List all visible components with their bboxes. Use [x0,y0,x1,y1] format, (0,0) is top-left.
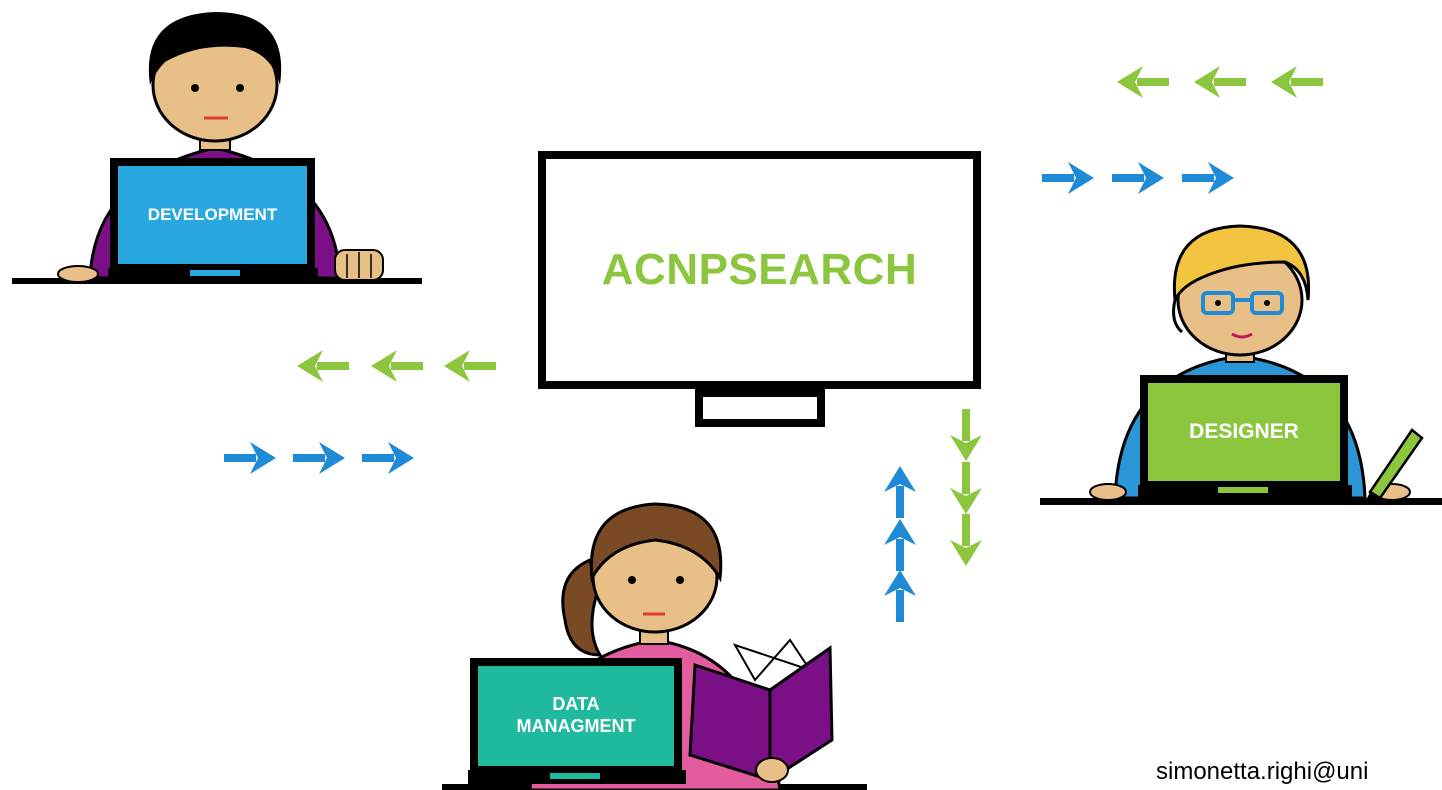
development-label-box: DEVELOPMENT [118,166,307,264]
designer-desk [1040,498,1442,505]
arrow-left-icon [371,350,423,382]
data-manager-ponytail [561,557,603,657]
arrow-down-icon [950,514,982,566]
arrow-right-icon [293,442,345,474]
footer-credit: simonetta.righi@uni [1156,758,1369,785]
arrow-left-icon [297,350,349,382]
data-management-label-line2: MANAGMENT [516,716,636,736]
designer-glasses [1201,291,1284,315]
developer-hand-left [57,265,99,283]
data-manager-figure [442,502,867,790]
arrow-right-icon [224,442,276,474]
designer-hair [1172,224,1311,306]
open-book [688,638,834,783]
arrow-left-icon [1117,66,1169,98]
arrow-group-up [884,466,916,622]
arrow-right-icon [1042,162,1094,194]
arrow-down-icon [950,409,982,461]
designer-laptop-screen [1148,383,1340,481]
development-label: DEVELOPMENT [147,204,278,224]
developer-desk [12,278,422,284]
arrow-up-icon [884,519,916,571]
arrow-down-icon [950,462,982,514]
designer-label-box: DESIGNER [1148,383,1340,481]
developer-figure [12,12,422,284]
arrow-group-down [950,409,982,566]
arrow-group-top-right-right [1042,162,1234,194]
designer-figure [1040,224,1442,505]
center-title: ACNPSEARCH [601,245,918,294]
developer-laptop-screen [118,166,307,264]
arrow-right-icon [1112,162,1164,194]
arrow-left-icon [1271,66,1323,98]
data-management-label-line1: DATA [552,694,600,715]
center-monitor-stand [695,389,825,427]
designer-pen [1366,428,1424,500]
arrow-group-left-right [224,442,414,474]
data-management-label-box: DATA MANAGMENT [478,666,674,766]
center-monitor: ACNPSEARCH [538,151,981,389]
arrow-up-icon [884,466,916,518]
data-manager-laptop-screen [478,666,674,766]
arrow-up-icon [884,570,916,622]
developer-hair [148,12,282,85]
arrow-left-icon [444,350,496,382]
designer-label: DESIGNER [1189,420,1299,444]
arrow-group-top-right-left [1117,66,1323,98]
arrow-group-left-left [297,350,496,382]
arrow-right-icon [362,442,414,474]
arrow-right-icon [1182,162,1234,194]
data-manager-hair [589,502,723,583]
developer-hand-right [334,249,384,281]
arrow-left-icon [1194,66,1246,98]
